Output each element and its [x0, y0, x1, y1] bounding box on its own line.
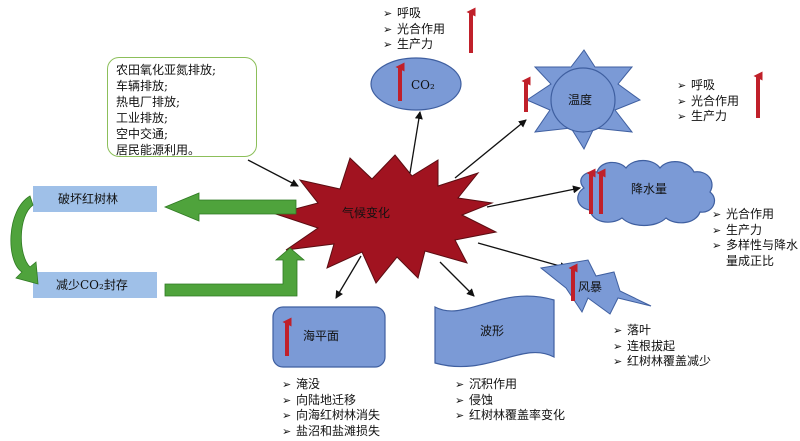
list-item: 向海红树林消失 [282, 408, 380, 424]
climate-change-label: 气候变化 [342, 206, 391, 220]
list-item: 盐沼和盐滩损失 [282, 424, 380, 440]
connector-arrows [247, 111, 581, 299]
list-item: 光合作用 [677, 94, 739, 110]
list-item: 淹没 [282, 377, 380, 393]
storm-label: 风暴 [578, 280, 603, 294]
precipitation-cloud [577, 159, 715, 227]
reduce-co2-label: 减少CO₂封存 [56, 278, 128, 292]
storm-effects-list: 落叶 连根拔起 红树林覆盖减少 [613, 323, 711, 370]
wave-shape [434, 295, 555, 368]
list-item: 连根拔起 [613, 339, 711, 355]
temperature-label: 温度 [568, 93, 593, 107]
list-item: 光合作用 [383, 22, 445, 38]
precipitation-label: 降水量 [631, 182, 668, 196]
climate-change-burst [274, 154, 498, 284]
list-item: 红树林覆盖减少 [613, 354, 711, 370]
precipitation-effects-list: 光合作用 生产力 多样性与降水量成正比 [712, 207, 798, 269]
list-item: 生产力 [712, 223, 798, 239]
destroy-mangrove-label: 破坏红树林 [58, 192, 119, 206]
temperature-effects-list: 呼吸 光合作用 生产力 [677, 78, 739, 125]
list-item: 落叶 [613, 323, 711, 339]
sea-level-effects-list: 淹没 向陆地迁移 向海红树林消失 盐沼和盐滩损失 [282, 377, 380, 439]
reduce-co2-box [33, 272, 157, 298]
list-item: 向陆地迁移 [282, 393, 380, 409]
green-arrows [10, 192, 306, 297]
storm-lightning [539, 259, 652, 315]
source-item: 热电厂排放; [116, 95, 181, 109]
wave-label: 波形 [480, 324, 505, 338]
co2-effects-list: 呼吸 光合作用 生产力 [383, 6, 445, 53]
list-item: 呼吸 [677, 78, 739, 94]
source-item: 居民能源利用。 [116, 143, 201, 157]
source-item: 空中交通; [116, 127, 169, 141]
temperature-sun [525, 49, 642, 151]
source-item: 农田氧化亚氮排放; [116, 63, 217, 77]
source-item: 工业排放; [116, 111, 169, 125]
source-item: 车辆排放; [116, 79, 169, 93]
co2-ellipse [370, 57, 462, 111]
sea-level-label: 海平面 [303, 329, 340, 343]
list-item: 侵蚀 [455, 393, 565, 409]
list-item: 多样性与降水量成正比 [712, 238, 798, 269]
list-item: 生产力 [383, 37, 445, 53]
co2-label: CO₂ [411, 78, 435, 92]
list-item: 光合作用 [712, 207, 798, 223]
increase-arrows [282, 7, 763, 356]
list-item: 沉积作用 [455, 377, 565, 393]
destroy-mangrove-box [33, 186, 157, 212]
list-item: 呼吸 [383, 6, 445, 22]
emission-sources-box: 农田氧化亚氮排放; 车辆排放; 热电厂排放; 工业排放; 空中交通; 居民能源利… [107, 57, 257, 157]
sea-level-box [272, 306, 386, 368]
list-item: 生产力 [677, 109, 739, 125]
list-item: 红树林覆盖率变化 [455, 408, 565, 424]
wave-effects-list: 沉积作用 侵蚀 红树林覆盖率变化 [455, 377, 565, 424]
